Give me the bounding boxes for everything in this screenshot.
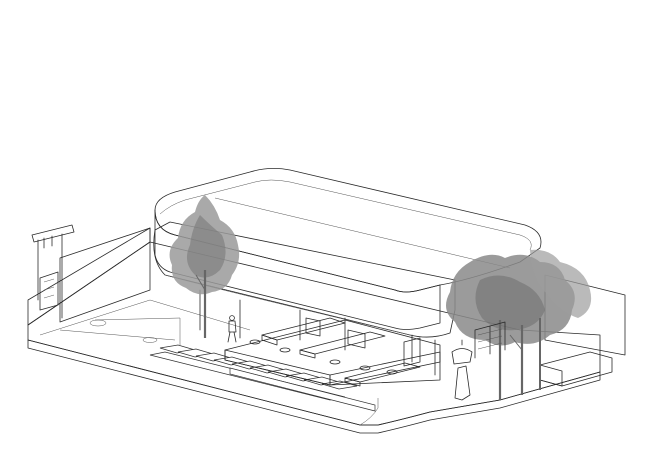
site-ground-plane (27, 241, 601, 426)
ground-floor-columns (199, 289, 436, 376)
boundary-wall-rear (59, 227, 151, 323)
entrance-sculpture (451, 339, 473, 401)
street-tree-icon (169, 195, 240, 338)
building-lower-band (153, 221, 456, 338)
pergola-structure (474, 321, 506, 359)
sidewalk-curb (39, 299, 251, 341)
billboard-sign-icon (31, 224, 75, 319)
building-facade (154, 209, 441, 330)
right-planter-block (539, 351, 613, 387)
street-tree-icon (446, 249, 592, 400)
site-front-corner (359, 398, 379, 426)
manhole-cover (89, 319, 107, 327)
parking-stripes (149, 344, 376, 412)
pedestrian-figure-icon (227, 315, 237, 343)
roof-edge-line (159, 179, 532, 251)
boundary-wall-left (27, 227, 151, 326)
